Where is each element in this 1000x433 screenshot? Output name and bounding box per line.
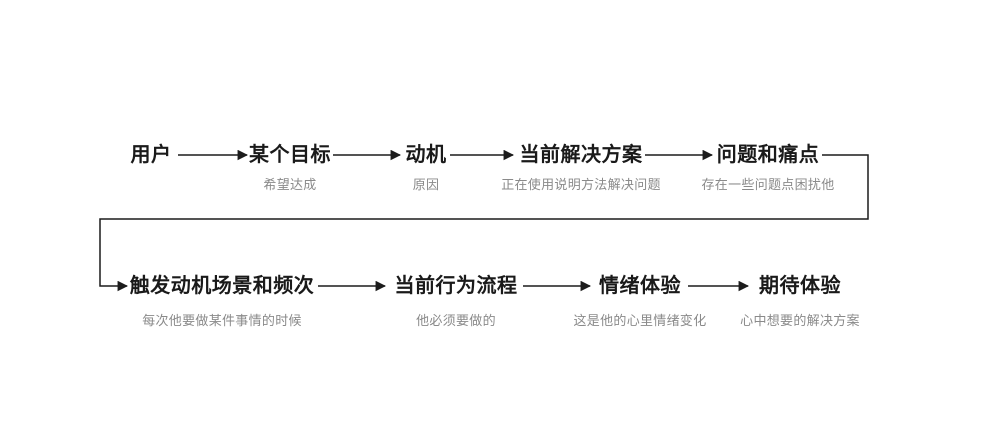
node-expected-experience: 期待体验 心中想要的解决方案 bbox=[740, 273, 860, 330]
node-emotional-experience-label: 情绪体验 bbox=[598, 275, 681, 297]
node-current-solution: 当前解决方案 正在使用说明方法解决问题 bbox=[501, 142, 661, 194]
node-goal-sublabel: 希望达成 bbox=[263, 177, 317, 192]
node-goal-label: 某个目标 bbox=[249, 144, 331, 166]
node-motivation-sublabel: 原因 bbox=[412, 177, 440, 192]
node-pain-points: 问题和痛点 存在一些问题点困扰他 bbox=[701, 142, 834, 194]
node-current-solution-sublabel: 正在使用说明方法解决问题 bbox=[501, 177, 661, 192]
node-emotional-experience-sublabel: 这是他的心里情绪变化 bbox=[573, 313, 707, 328]
node-current-behavior-flow: 当前行为流程 他必须要做的 bbox=[395, 273, 518, 330]
node-motivation-label: 动机 bbox=[405, 144, 447, 166]
node-expected-experience-sublabel: 心中想要的解决方案 bbox=[740, 313, 860, 328]
node-pain-points-label: 问题和痛点 bbox=[716, 144, 820, 166]
node-current-behavior-flow-label: 当前行为流程 bbox=[394, 275, 518, 297]
node-current-behavior-flow-sublabel: 他必须要做的 bbox=[416, 313, 496, 328]
node-pain-points-sublabel: 存在一些问题点困扰他 bbox=[701, 177, 835, 192]
node-motivation: 动机 原因 bbox=[406, 142, 447, 194]
node-user: 用户 bbox=[131, 142, 172, 168]
node-goal: 某个目标 希望达成 bbox=[249, 142, 331, 194]
node-current-solution-label: 当前解决方案 bbox=[519, 144, 643, 166]
node-emotional-experience: 情绪体验 这是他的心里情绪变化 bbox=[573, 273, 706, 330]
node-trigger-scene-frequency-label: 触发动机场景和频次 bbox=[129, 275, 315, 297]
node-user-label: 用户 bbox=[130, 144, 172, 166]
node-trigger-scene-frequency: 触发动机场景和频次 每次他要做某件事情的时候 bbox=[130, 273, 315, 330]
node-expected-experience-label: 期待体验 bbox=[758, 275, 841, 297]
node-trigger-scene-frequency-sublabel: 每次他要做某件事情的时候 bbox=[142, 313, 302, 328]
